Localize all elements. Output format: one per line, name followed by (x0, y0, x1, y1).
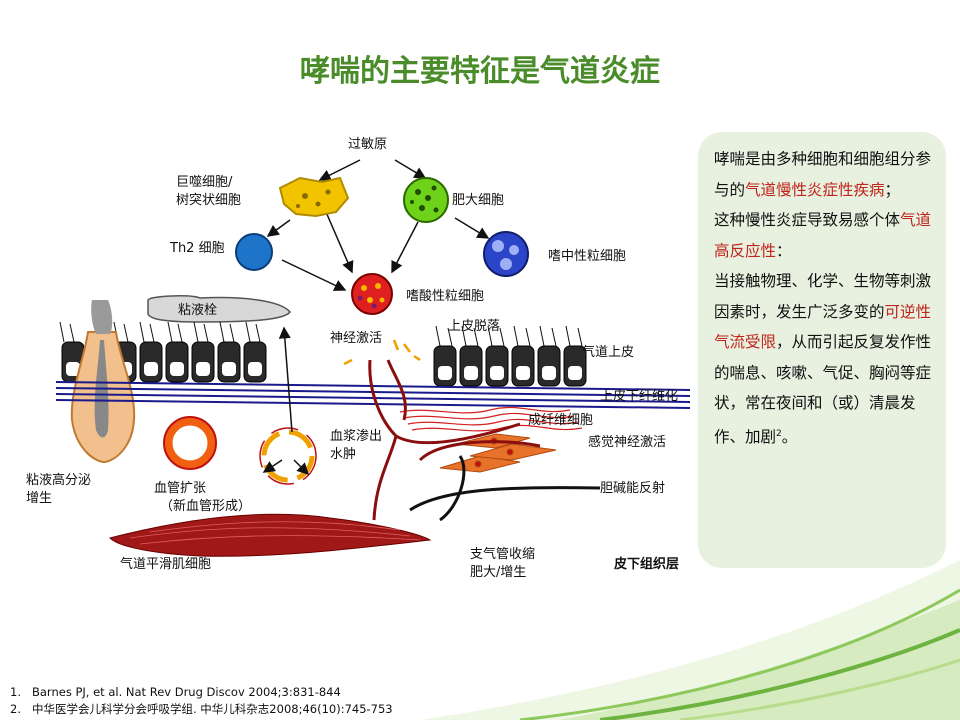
summary-highlight-1: 气道慢性炎症性疾病 (745, 180, 885, 199)
smooth-muscle-fibers (129, 521, 421, 545)
arrow-macrophage-th2 (266, 219, 291, 237)
label-sensory-nerve: 感觉神经激活 (588, 435, 667, 450)
arrow-leak-right (293, 459, 310, 476)
smooth-muscle (109, 513, 432, 557)
summary-paragraph-2: 这种慢性炎症导致易感个体气道高反应性： (714, 205, 936, 266)
summary-text-1: 哮喘是由多种细胞和细胞组分参与的 (714, 150, 932, 199)
th2-cell (235, 233, 275, 271)
label-eosinophil: 嗜酸性粒细胞 (406, 289, 485, 304)
summary-superscript: 2 (776, 428, 782, 439)
label-mucus-hyper-2: 增生 (26, 491, 53, 506)
blood-vessel (163, 416, 217, 470)
reference-item: 1. Barnes PJ, et al. Nat Rev Drug Discov … (10, 684, 393, 701)
page-title: 哮喘的主要特征是气道炎症 (300, 54, 660, 89)
arrow-mast-neutrophil (454, 217, 490, 239)
label-mucus-plug: 粘液栓 (178, 303, 218, 318)
label-cholinergic-reflex: 胆碱能反射 (600, 481, 666, 496)
summary-paragraph-3: 当接触物理、化学、生物等刺激因素时，发生广泛多变的可逆性气流受限，从而引起反复发… (714, 266, 936, 452)
label-vasodilation-2: （新血管形成） (160, 499, 252, 514)
reference-item: 2. 中华医学会儿科学分会呼吸学组. 中华儿科杂志2008;46(10):745-… (10, 701, 393, 718)
reference-text: Barnes PJ, et al. Nat Rev Drug Discov 20… (32, 685, 341, 699)
summary-highlight-2: 气道高反应性 (714, 211, 932, 260)
label-epithelial-shedding: 上皮脱落 (448, 319, 501, 334)
summary-text-5: 当接触物理、化学、生物等刺激因素时，发生广泛多变的 (714, 272, 932, 321)
label-macrophage-2: 树突状细胞 (176, 193, 242, 208)
blood-vessel-inner (163, 416, 217, 470)
summary-highlight-3: 可逆性气流受限 (714, 302, 932, 352)
epithelial-nuclei-right (438, 366, 582, 380)
summary-text-3: 这种慢性炎症导致易感个体 (714, 211, 901, 229)
summary-panel: 哮喘是由多种细胞和细胞组分参与的气道慢性炎症性疾病； 这种慢性炎症导致易感个体气… (698, 132, 946, 568)
summary-end: 。 (781, 427, 798, 446)
summary-text-4: ： (776, 241, 792, 260)
mast-cell (403, 177, 449, 223)
fibroblast-cells (439, 433, 557, 473)
mucus-gland-neck (91, 300, 113, 334)
label-bronchoconstriction-2: 肥大/增生 (470, 565, 527, 580)
label-plasma-leak-2: 水肿 (330, 447, 357, 462)
label-airway-epithelium: 气道上皮 (582, 345, 635, 360)
arrow-leak-left (262, 459, 283, 473)
summary-paragraph-1: 哮喘是由多种细胞和细胞组分参与的气道慢性炎症性疾病； (714, 144, 936, 205)
subepithelial-fibrosis (399, 406, 583, 432)
label-th2: Th2 细胞 (170, 241, 225, 256)
epithelial-cells-right (433, 345, 587, 387)
label-fibroblast: 成纤维细胞 (528, 413, 594, 428)
cilia-right (435, 325, 583, 347)
reference-text: 中华医学会儿科学分会呼吸学组. 中华儿科杂志2008;46(10):745-75… (32, 702, 393, 716)
arrow-allergen-mast (394, 159, 427, 179)
neutrophil-cell (483, 231, 529, 277)
reference-number: 1. (10, 685, 21, 699)
summary-text-2: ； (884, 180, 901, 199)
label-submucosa: 皮下组织层 (614, 557, 680, 572)
arrow-allergen-macrophage (318, 159, 361, 181)
label-bronchoconstriction-1: 支气管收缩 (470, 547, 536, 562)
label-mucus-hyper-1: 粘液高分泌 (26, 473, 92, 488)
cholinergic-nerve (409, 455, 601, 522)
nerve-spark-icons (343, 339, 421, 366)
arrow-mast-eos (391, 221, 419, 274)
arrow-leak-up (278, 326, 293, 433)
mucus-plug (147, 295, 291, 323)
references: 1. Barnes PJ, et al. Nat Rev Drug Discov … (10, 684, 393, 718)
label-macrophage-1: 巨噬细胞/ (176, 175, 233, 190)
arrow-th2-eos (281, 259, 347, 291)
arrow-macrophage-eos (325, 211, 354, 274)
reference-number: 2. (10, 702, 21, 716)
label-vasodilation-1: 血管扩张 (154, 481, 207, 496)
plasma-leak-ring (259, 427, 317, 485)
label-mast-cell: 肥大细胞 (452, 193, 505, 208)
label-subepithelial-fibrosis: 上皮下纤维化 (600, 389, 679, 404)
wave-stroke-1 (519, 588, 960, 720)
wave-mid (560, 600, 960, 720)
wave-stroke-3 (679, 658, 960, 720)
label-nerve-activation: 神经激活 (330, 331, 383, 346)
label-smooth-muscle: 气道平滑肌细胞 (120, 557, 212, 572)
label-neutrophil: 嗜中性粒细胞 (548, 249, 627, 264)
summary-text-6: ，从而引起反复发作性的喘息、咳嗽、气促、胸闷等症状，常在夜间和（或）清晨发作、加… (714, 333, 932, 446)
eosinophil-cell (351, 273, 393, 315)
macrophage-cell (278, 176, 350, 218)
label-plasma-leak-1: 血浆渗出 (330, 429, 383, 444)
wave-stroke-2 (599, 628, 960, 720)
nerve-fibers (368, 359, 541, 521)
label-allergen: 过敏原 (348, 137, 388, 152)
